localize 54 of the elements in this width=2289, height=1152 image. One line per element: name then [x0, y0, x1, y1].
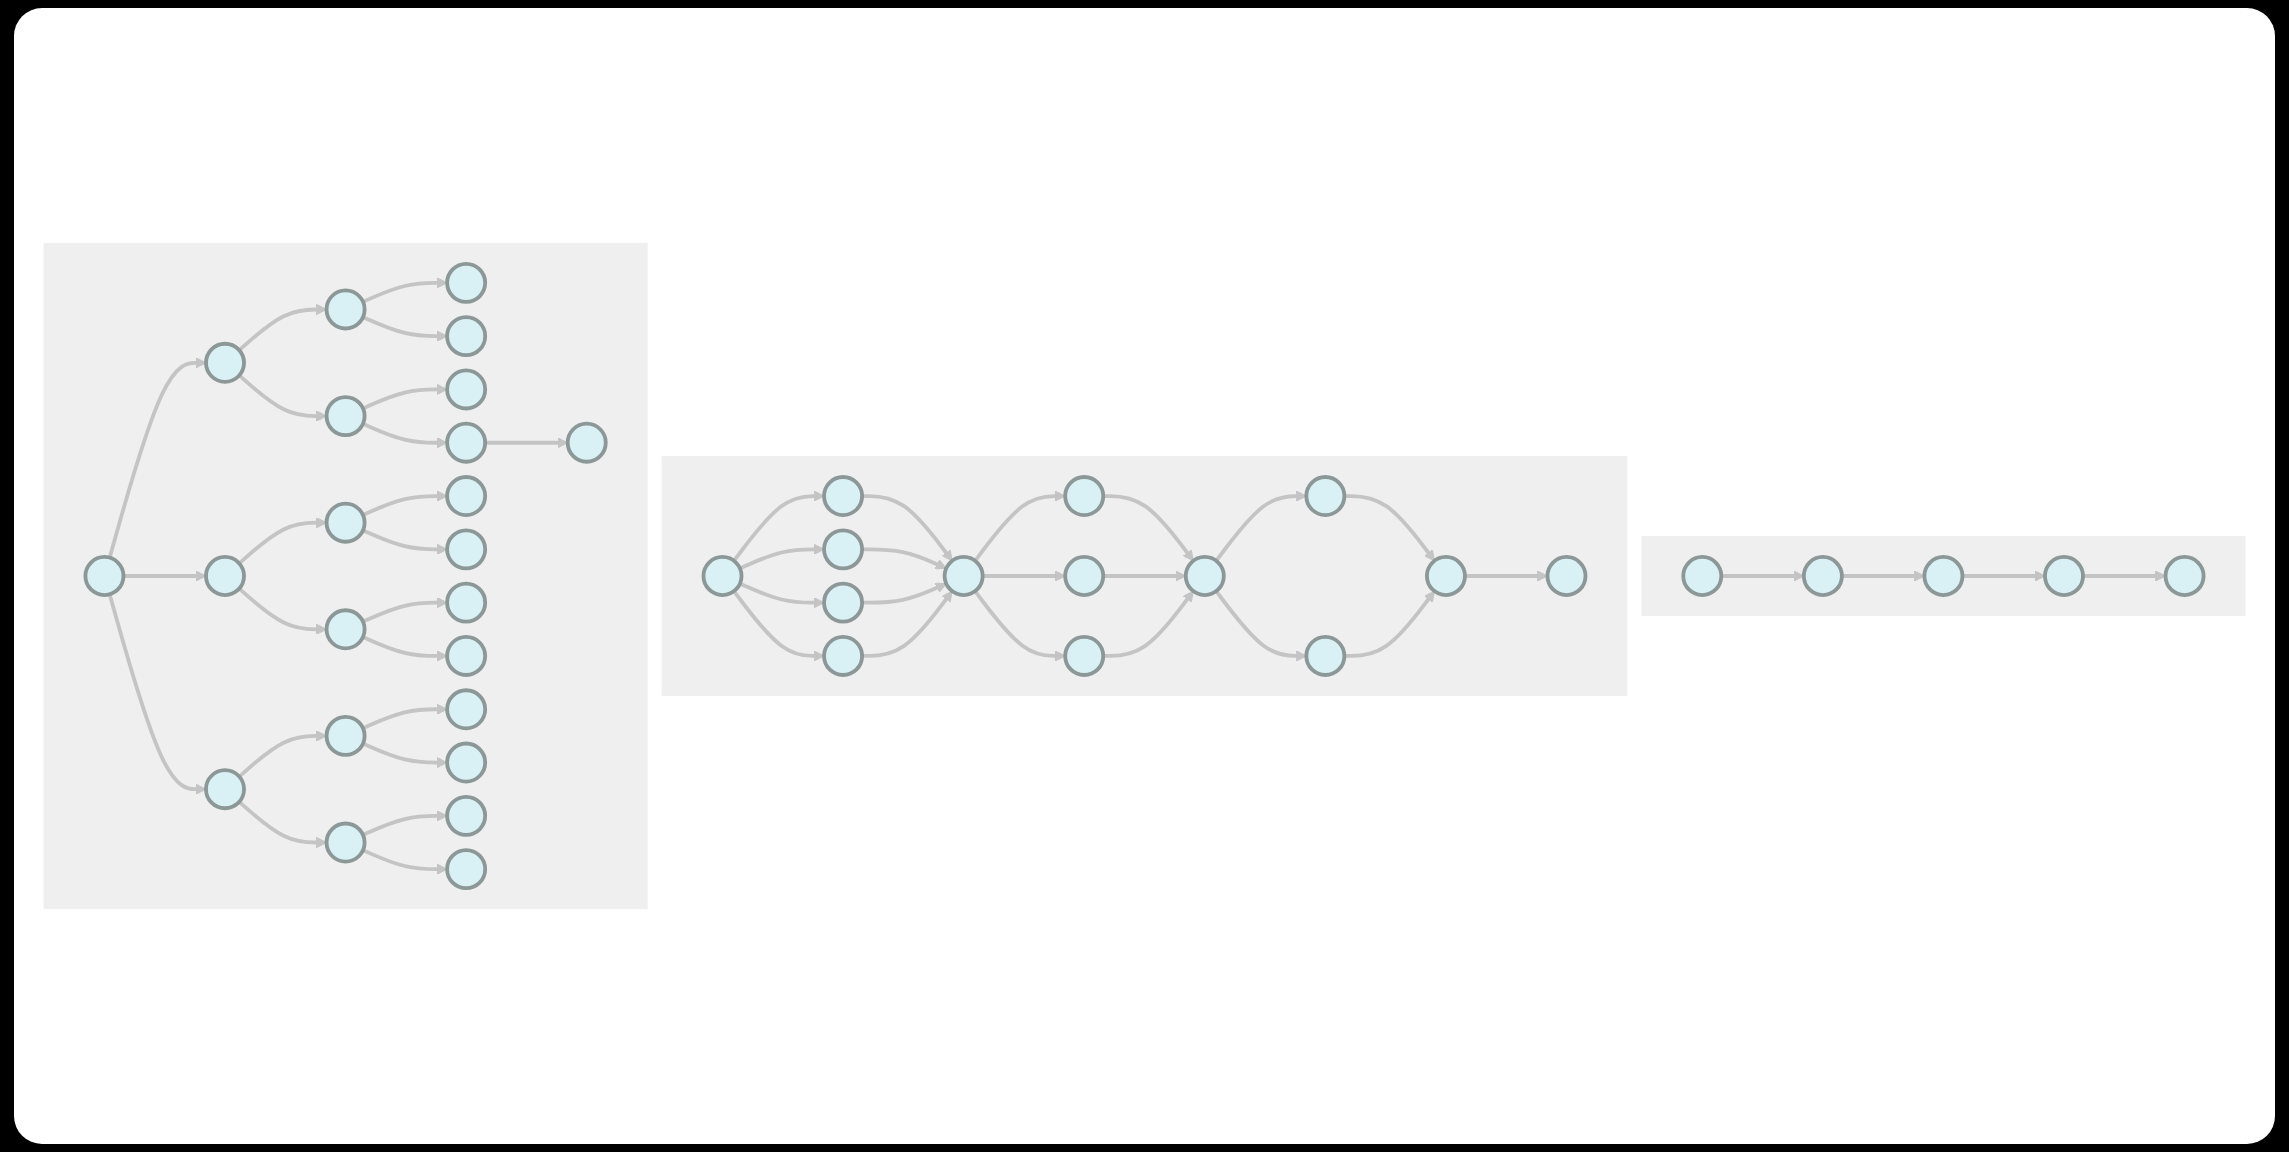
arrow [862, 494, 953, 562]
node-circle [1545, 555, 1588, 597]
cluster [43, 242, 648, 910]
node-circle [565, 421, 608, 464]
node-circle [1424, 555, 1467, 597]
arrow [107, 593, 207, 795]
node-circle [445, 261, 488, 304]
node-circle [701, 555, 744, 597]
node-circle [445, 794, 488, 837]
node-circle [324, 395, 367, 438]
node-circle [445, 741, 488, 784]
node-circle [445, 475, 488, 517]
node-circle [83, 555, 126, 597]
node-circle [324, 608, 367, 651]
node-circle [1304, 635, 1347, 677]
node-circle [822, 581, 865, 624]
cluster [1641, 536, 2246, 616]
node-circle [445, 315, 488, 358]
node-circle [1183, 555, 1226, 597]
node-circle [2163, 555, 2206, 597]
node-circle [445, 635, 488, 677]
arrow [862, 590, 953, 658]
node-circle [324, 714, 367, 757]
arrow [107, 357, 207, 559]
arrow [1103, 570, 1187, 582]
arrow [1103, 590, 1194, 658]
node-circle [1922, 555, 1965, 597]
node-circle [445, 528, 488, 571]
node-circle [204, 341, 246, 384]
arrow [1103, 494, 1194, 562]
node-circle [324, 288, 367, 331]
node-circle [1063, 635, 1106, 677]
node-circle [445, 848, 488, 891]
node-circle [822, 475, 865, 517]
node-circle [822, 528, 865, 571]
node-circle [1063, 555, 1106, 597]
arrow [862, 547, 947, 570]
node-circle [1063, 475, 1106, 517]
cluster [661, 456, 1628, 696]
node-circle [1304, 475, 1347, 517]
node-circle [1681, 555, 1724, 597]
node-circle [2043, 555, 2085, 597]
node-circle [204, 768, 246, 811]
node-circle [445, 421, 488, 464]
node-circle [204, 555, 246, 597]
node-circle [445, 581, 488, 624]
node-circle [1801, 555, 1844, 597]
node-circle [324, 501, 367, 544]
node-circle [445, 688, 488, 731]
node-circle [942, 555, 985, 597]
node-circle [822, 635, 865, 677]
node-circle [324, 821, 367, 864]
arrow [862, 582, 947, 605]
node-circle [445, 368, 488, 411]
